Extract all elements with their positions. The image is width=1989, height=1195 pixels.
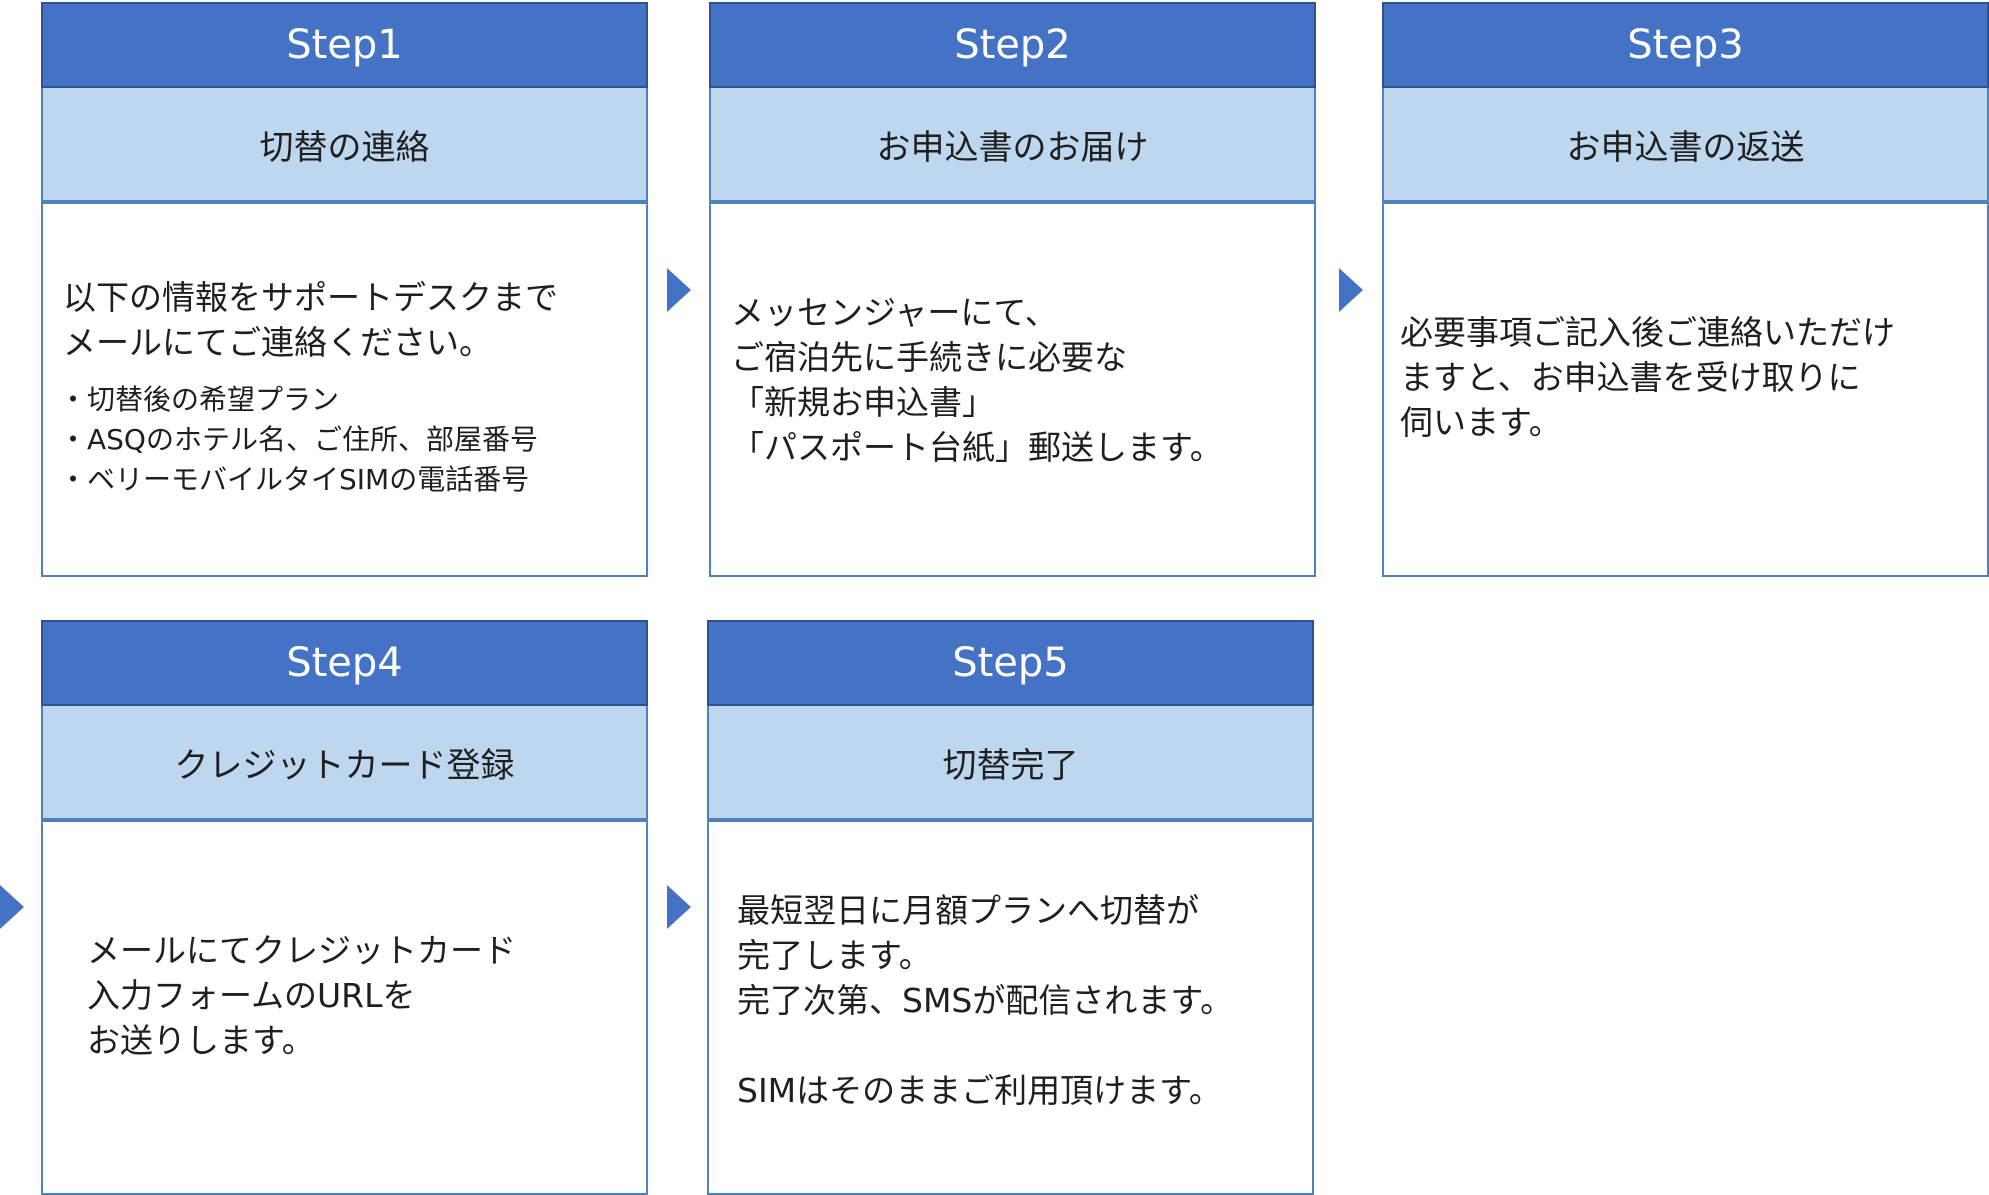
step-1-header: Step1: [41, 2, 648, 88]
step-2-body: メッセンジャーにて、 ご宿泊先に手続きに必要な 「新規お申込書」 「パスポート台…: [709, 202, 1316, 577]
step-5-header: Step5: [707, 620, 1314, 706]
step-3-body: 必要事項ご記入後ご連絡いただけ ますと、お申込書を受け取りに 伺います。: [1382, 202, 1989, 577]
arrow-right-icon: [667, 885, 691, 929]
step-2-header: Step2: [709, 2, 1316, 88]
arrow-right-icon: [1339, 268, 1363, 312]
arrow-right-icon: [0, 885, 24, 929]
step-1-title: 切替の連絡: [41, 88, 648, 202]
step-4-body: メールにてクレジットカード 入力フォームのURLを お送りします。: [41, 820, 648, 1195]
step-5-title: 切替完了: [707, 706, 1314, 820]
step-2-card: Step2 お申込書のお届け メッセンジャーにて、 ご宿泊先に手続きに必要な 「…: [709, 2, 1316, 577]
arrow-right-icon: [667, 268, 691, 312]
step-1-description: 以下の情報をサポートデスクまで メールにてご連絡ください。: [63, 278, 558, 362]
step-5-card: Step5 切替完了 最短翌日に月額プランへ切替が 完了します。 完了次第、SM…: [707, 620, 1314, 1195]
step-3-title: お申込書の返送: [1382, 88, 1989, 202]
step-2-title: お申込書のお届け: [709, 88, 1316, 202]
step-1-body: 以下の情報をサポートデスクまで メールにてご連絡ください。 ・切替後の希望プラン…: [41, 202, 648, 577]
step-4-description: メールにてクレジットカード 入力フォームのURLを お送りします。: [87, 931, 516, 1060]
step-1-bullet-list: ・切替後の希望プラン ・ASQのホテル名、ご住所、部屋番号 ・ベリーモバイルタイ…: [59, 383, 538, 496]
step-1-card: Step1 切替の連絡 以下の情報をサポートデスクまで メールにてご連絡ください…: [41, 2, 648, 577]
step-5-description: 最短翌日に月額プランへ切替が 完了します。 完了次第、SMSが配信されます。 S…: [737, 891, 1234, 1110]
step-3-description: 必要事項ご記入後ご連絡いただけ ますと、お申込書を受け取りに 伺います。: [1400, 313, 1895, 442]
step-4-header: Step4: [41, 620, 648, 706]
step-2-description: メッセンジャーにて、 ご宿泊先に手続きに必要な 「新規お申込書」 「パスポート台…: [731, 293, 1223, 467]
step-4-title: クレジットカード登録: [41, 706, 648, 820]
step-3-header: Step3: [1382, 2, 1989, 88]
step-3-card: Step3 お申込書の返送 必要事項ご記入後ご連絡いただけ ますと、お申込書を受…: [1382, 2, 1989, 577]
step-5-body: 最短翌日に月額プランへ切替が 完了します。 完了次第、SMSが配信されます。 S…: [707, 820, 1314, 1195]
step-4-card: Step4 クレジットカード登録 メールにてクレジットカード 入力フォームのUR…: [41, 620, 648, 1195]
